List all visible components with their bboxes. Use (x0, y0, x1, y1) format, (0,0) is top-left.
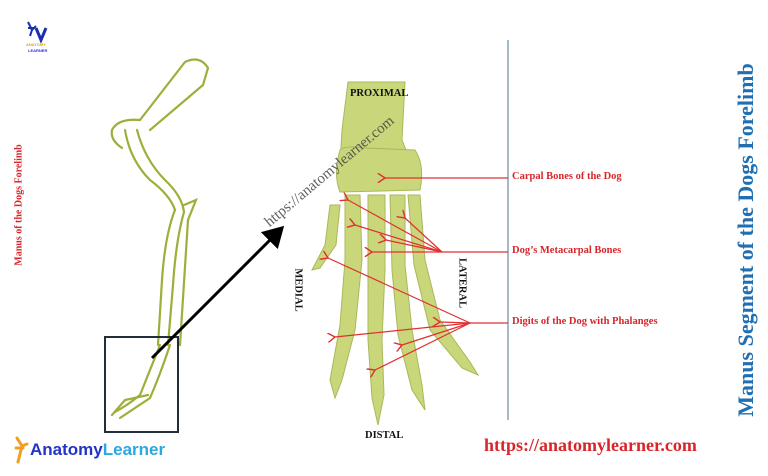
manus-bones-illustration (311, 81, 480, 426)
small-logo-line2: LEARNER (28, 48, 48, 53)
zoom-arrow (150, 225, 285, 360)
anatomy-learner-small-logo: ANATOMY LEARNER (24, 20, 54, 60)
side-caption: Manus of the Dogs Forelimb (13, 144, 25, 266)
carpal-bones-label: Carpal Bones of the Dog (512, 171, 622, 182)
proximal-label: PROXIMAL (350, 88, 409, 99)
label-leader-lines (328, 178, 508, 370)
small-logo-line1: ANATOMY (26, 42, 46, 47)
medial-label: MEDIAL (292, 268, 304, 312)
lateral-label: LATERAL (456, 258, 468, 308)
site-url[interactable]: https://anatomylearner.com (484, 435, 697, 455)
brand-part1: Anatomy (30, 440, 103, 459)
distal-label: DISTAL (365, 430, 404, 441)
digits-phalanges-label: Digits of the Dog with Phalanges (512, 316, 658, 327)
page-title: Manus Segment of the Dogs Forelimb (733, 63, 758, 417)
brand-part2: Learner (102, 440, 166, 459)
runner-logo-icon (14, 436, 29, 464)
runner-v-logo-icon (27, 21, 48, 44)
forelimb-skeleton-illustration (110, 58, 210, 420)
zoom-region-box (104, 336, 179, 433)
metacarpal-bones-label: Dog’s Metacarpal Bones (512, 245, 622, 256)
